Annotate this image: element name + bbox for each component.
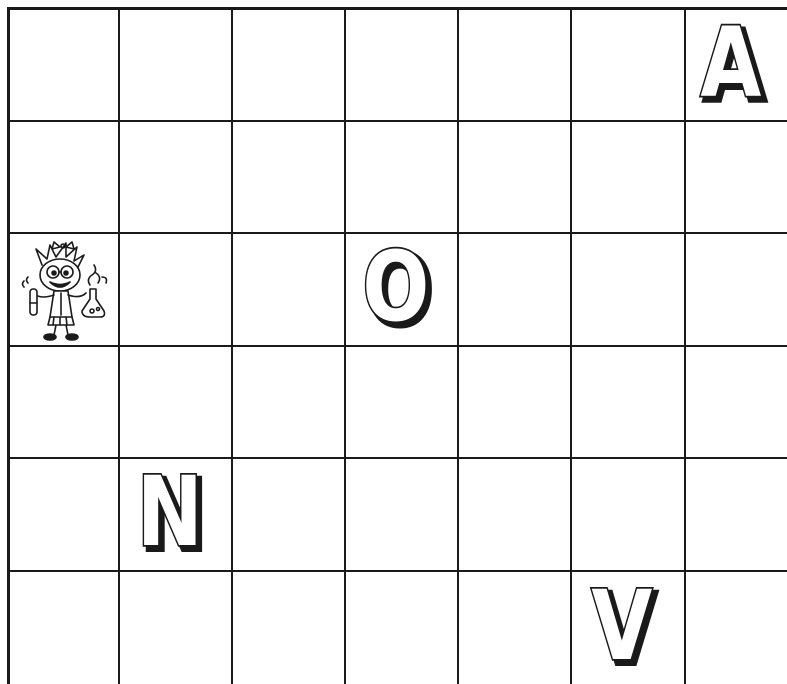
grid-cell-r3-c5[interactable]	[572, 347, 686, 459]
grid-cell-r5-c0[interactable]	[10, 572, 120, 684]
letter-tile-o-label: O	[363, 240, 429, 334]
grid-cell-r3-c6[interactable]	[686, 347, 787, 459]
grid-cell-r5-c3[interactable]	[346, 572, 459, 684]
grid-cell-r1-c0[interactable]	[10, 122, 120, 234]
grid-cell-r3-c0[interactable]	[10, 347, 120, 459]
grid-cell-r4-c3[interactable]	[346, 459, 459, 572]
grid-cell-r0-c0[interactable]	[10, 10, 120, 122]
scientist-icon	[14, 237, 114, 343]
grid-cell-r5-c4[interactable]	[459, 572, 572, 684]
grid-cell-r4-c0[interactable]	[10, 459, 120, 572]
letter-tile-v-glyph: VV	[589, 579, 667, 673]
grid-cell-r0-c3[interactable]	[346, 10, 459, 122]
grid-cell-r4-c2[interactable]	[233, 459, 346, 572]
grid-cell-r4-c5[interactable]	[572, 459, 686, 572]
grid-cell-r5-c2[interactable]	[233, 572, 346, 684]
grid-cell-r0-c2[interactable]	[233, 10, 346, 122]
grid-cell-r3-c3[interactable]	[346, 347, 459, 459]
grid-cell-r4-c6[interactable]	[686, 459, 787, 572]
grid-cell-r1-c5[interactable]	[572, 122, 686, 234]
grid-cell-r4-c4[interactable]	[459, 459, 572, 572]
grid-cell-r5-c6[interactable]	[686, 572, 787, 684]
grid-cell-r2-c1[interactable]	[120, 234, 233, 347]
grid-cell-r5-c1[interactable]	[120, 572, 233, 684]
letter-tile-n-glyph: NN	[137, 465, 215, 559]
grid-cell-r2-c5[interactable]	[572, 234, 686, 347]
grid-cell-r2-c2[interactable]	[233, 234, 346, 347]
grid-cell-r0-c5[interactable]	[572, 10, 686, 122]
grid-cell-r1-c6[interactable]	[686, 122, 787, 234]
letter-tile-v-label: V	[591, 579, 652, 673]
grid-cell-r1-c2[interactable]	[233, 122, 346, 234]
grid-cell-r1-c1[interactable]	[120, 122, 233, 234]
grid-cell-r0-c1[interactable]	[120, 10, 233, 122]
letter-tile-n-label: N	[137, 465, 203, 559]
grid-cell-r1-c4[interactable]	[459, 122, 572, 234]
grid-cell-r2-c0[interactable]	[10, 234, 120, 347]
grid-cell-r3-c1[interactable]	[120, 347, 233, 459]
letter-tile-a-glyph: AA	[698, 16, 776, 110]
letter-tile-o-glyph: OO	[363, 240, 441, 334]
letter-tile-a-label: A	[700, 16, 761, 110]
grid-cell-r3-c4[interactable]	[459, 347, 572, 459]
grid-cell-r0-c4[interactable]	[459, 10, 572, 122]
grid-cell-r3-c2[interactable]	[233, 347, 346, 459]
grid-cell-r2-c4[interactable]	[459, 234, 572, 347]
grid-cell-r2-c6[interactable]	[686, 234, 787, 347]
grid-cell-r1-c3[interactable]	[346, 122, 459, 234]
